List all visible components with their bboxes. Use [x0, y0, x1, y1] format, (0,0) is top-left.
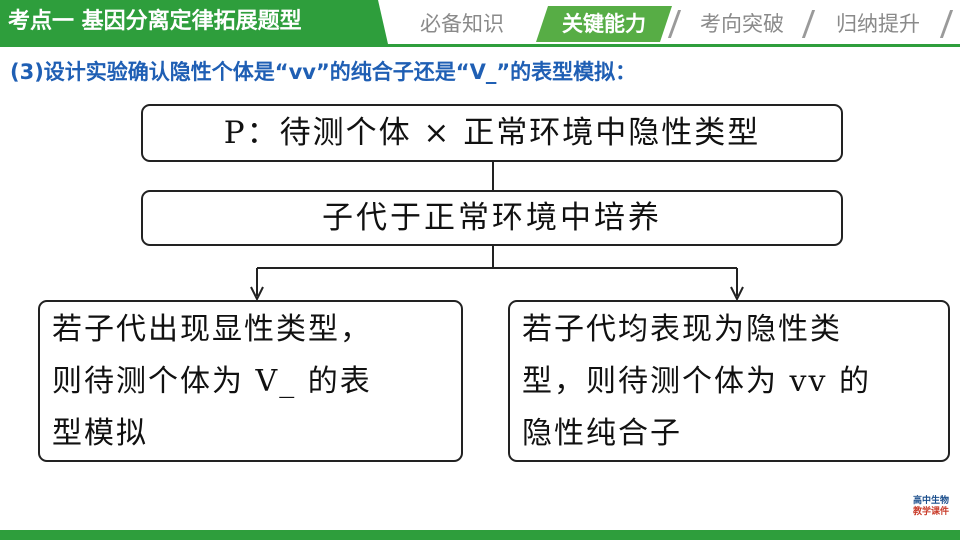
top-header-bar: 考点一 基因分离定律拓展题型 必备知识 关键能力 考向突破 归纳提升: [0, 0, 960, 47]
tab-key-abilities[interactable]: 关键能力: [536, 6, 672, 42]
result-line: 型模拟: [52, 416, 148, 451]
result-line: 若子代均表现为隐性类: [522, 312, 842, 347]
footer-bar: [0, 530, 960, 540]
arrowhead-right: [730, 286, 744, 302]
tab-essential-knowledge[interactable]: 必备知识: [392, 6, 532, 42]
result-line: 则待测个体为 V_ 的表: [52, 364, 372, 399]
topic-title: 考点一 基因分离定律拓展题型: [0, 0, 388, 44]
offspring-culture-box: 子代于正常环境中培养: [141, 190, 843, 246]
result-line: 若子代出现显性类型，: [52, 312, 372, 347]
header-divider: [0, 44, 960, 47]
dominant-result-box: 若子代出现显性类型， 则待测个体为 V_ 的表 型模拟: [38, 300, 463, 462]
tab-summary[interactable]: 归纳提升: [812, 6, 944, 42]
section-tabs: 必备知识 关键能力 考向突破 归纳提升: [378, 6, 960, 42]
result-line: 型，则待测个体为 vv 的: [522, 364, 871, 399]
tab-label: 考向突破: [700, 12, 784, 36]
logo-line2: 教学课件: [912, 507, 949, 517]
parents-cross-box: P：待测个体 × 正常环境中隐性类型: [141, 104, 843, 162]
tab-label: 关键能力: [562, 12, 646, 36]
arrowhead-left: [250, 286, 264, 302]
result-line: 隐性纯合子: [522, 416, 682, 451]
logo-line1: 高中生物: [912, 496, 949, 506]
recessive-result-box: 若子代均表现为隐性类 型，则待测个体为 vv 的 隐性纯合子: [508, 300, 950, 462]
tab-label: 归纳提升: [836, 12, 920, 36]
tab-exam-breakthrough[interactable]: 考向突破: [678, 6, 806, 42]
tab-label: 必备知识: [420, 12, 504, 36]
question-subtitle: (3)设计实验确认隐性个体是“vv”的纯合子还是“V_”的表型模拟：: [10, 60, 637, 84]
courseware-logo: 高中生物 教学课件: [909, 496, 953, 528]
